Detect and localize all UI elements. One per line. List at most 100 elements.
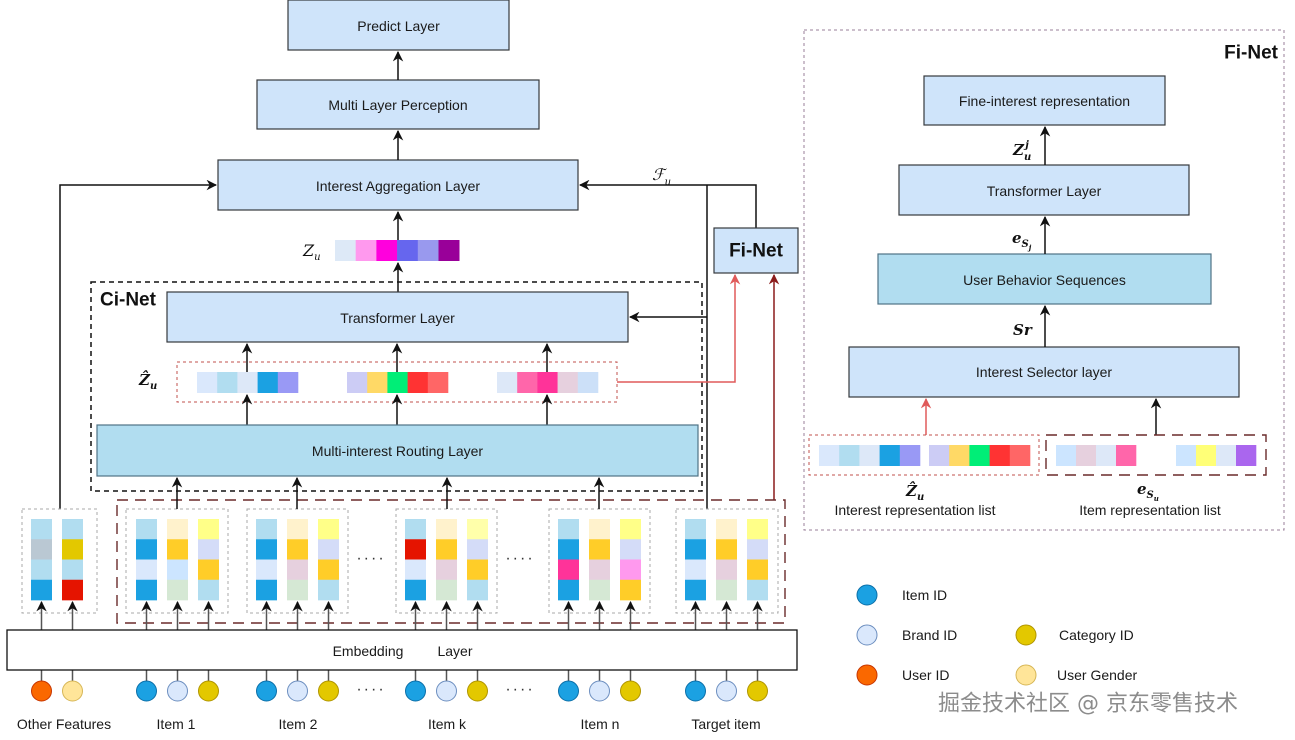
interest-vector-cell <box>197 372 218 393</box>
interest-list-symbol-base: Ẑ <box>905 481 918 500</box>
embedding-group-item-n: Item n <box>548 476 651 732</box>
embedding-cell <box>287 579 308 601</box>
routing-layer-box <box>96 424 699 477</box>
embedding-cell <box>31 519 52 540</box>
embedding-cell <box>558 579 579 601</box>
legend-category-id: Category ID <box>1015 624 1134 646</box>
predict-layer: Predict Layer <box>287 0 510 51</box>
legend-user-id: User ID <box>856 664 949 686</box>
mlp-layer-box <box>256 79 540 130</box>
fi-net-transformer-label: Transformer Layer <box>987 183 1102 199</box>
embedding-column <box>287 519 308 702</box>
embedding-group-label: Item n <box>581 716 620 732</box>
fi-net-transformer-box <box>898 164 1190 216</box>
legend: Item ID Brand ID Category ID User ID Use… <box>856 584 1137 686</box>
embedding-column <box>167 519 188 702</box>
embedding-cell <box>716 519 737 540</box>
zu-vector-cell <box>438 240 460 261</box>
embedding-cell <box>405 519 426 540</box>
embedding-cell <box>256 519 277 540</box>
ellipsis-cells-2: ···· <box>505 550 534 567</box>
embedding-cell <box>716 539 737 560</box>
embedding-cell <box>287 519 308 540</box>
embedding-cell <box>436 559 457 581</box>
mlp-layer: Multi Layer Perception <box>256 79 540 130</box>
embedding-cell <box>467 559 488 581</box>
interest-list-cell <box>1009 445 1031 466</box>
embedding-column <box>31 519 52 702</box>
embedding-cell <box>685 579 706 601</box>
embedding-group-item-2: Item 2 <box>246 476 349 732</box>
interest-vector-cell <box>257 372 279 393</box>
embedding-cell <box>620 559 641 581</box>
embedding-cell <box>167 559 188 581</box>
embedding-cell <box>31 579 52 601</box>
arrow-other-features-to-aggregation <box>59 179 218 509</box>
embedding-group-target-item: Target item <box>675 508 779 732</box>
interest-list-caption: Interest representation list <box>834 502 995 518</box>
fi-net-panel-border <box>803 29 1285 531</box>
interest-vector <box>197 342 299 425</box>
embedding-column <box>589 519 610 702</box>
zu-vector-cell <box>376 240 398 261</box>
embedding-cell <box>136 519 157 540</box>
item-list-cell <box>1056 445 1077 466</box>
embedding-cell <box>558 539 579 560</box>
item-list-cell <box>1176 445 1197 466</box>
item-list-symbol-sub: S <box>1147 490 1154 501</box>
ci-net-border <box>90 281 703 492</box>
embedding-cell <box>256 579 277 601</box>
category-id-input-icon <box>467 680 488 702</box>
embedding-group-label: Other Features <box>17 716 111 732</box>
embedding-cell <box>167 579 188 601</box>
ci-net-title: Ci-Net <box>100 290 157 311</box>
interest-list-cell <box>929 445 950 466</box>
interest-list-border <box>808 434 1040 476</box>
embedding-cell <box>747 559 768 581</box>
embedding-cell <box>685 539 706 560</box>
interest-list-cell <box>899 445 921 466</box>
category-id-input-icon <box>747 680 768 702</box>
zhat-label-base: Ẑ <box>138 370 151 389</box>
embedding-group-item-1: Item 1 <box>125 476 229 732</box>
interest-vector-cell <box>577 372 599 393</box>
embedding-cell <box>136 559 157 581</box>
item-list-cell <box>1236 445 1257 466</box>
legend-user-id-label: User ID <box>902 667 949 683</box>
interest-list-symbol-sub: u <box>917 492 924 503</box>
item-list-symbol-subsub: u <box>1154 494 1159 503</box>
brand-id-input-icon <box>287 680 308 702</box>
item-id-swatch-icon <box>856 584 878 606</box>
embedding-layer-label-right: Layer <box>437 643 472 659</box>
interest-vector <box>347 342 449 425</box>
embedding-cell <box>467 519 488 540</box>
embedding-cell <box>198 579 219 601</box>
category-id-swatch-icon <box>1015 624 1037 646</box>
legend-brand-id-label: Brand ID <box>902 627 957 643</box>
embedding-cell <box>620 519 641 540</box>
fi-net-block-label: Fi-Net <box>729 241 784 262</box>
item-list-cell <box>1076 445 1097 466</box>
fu-label: ℱu <box>652 165 671 188</box>
user-behavior-box <box>877 253 1212 305</box>
interest-vector-cell <box>237 372 258 393</box>
legend-item-id-label: Item ID <box>902 587 947 603</box>
zu-label: Zu <box>302 241 321 263</box>
embedding-layer-box <box>6 629 798 671</box>
embedding-cell <box>62 579 83 601</box>
embedding-cell <box>685 559 706 581</box>
embedding-cell <box>167 539 188 560</box>
item-list-symbol-base: e <box>1137 480 1147 498</box>
embedding-column <box>558 519 579 702</box>
interest-vector-cell <box>497 372 518 393</box>
esj-label-sub: S <box>1022 239 1029 250</box>
embedding-column <box>256 519 277 702</box>
embedding-cell <box>747 579 768 601</box>
item-list-border <box>1045 434 1267 476</box>
interest-vector-cell <box>277 372 299 393</box>
fi-net-panel: Fi-Net Fine-interest representation Tran… <box>803 29 1285 531</box>
interest-list-cell <box>819 445 840 466</box>
embedding-column <box>685 519 706 702</box>
embedding-group-item-k: Item k <box>395 476 498 732</box>
